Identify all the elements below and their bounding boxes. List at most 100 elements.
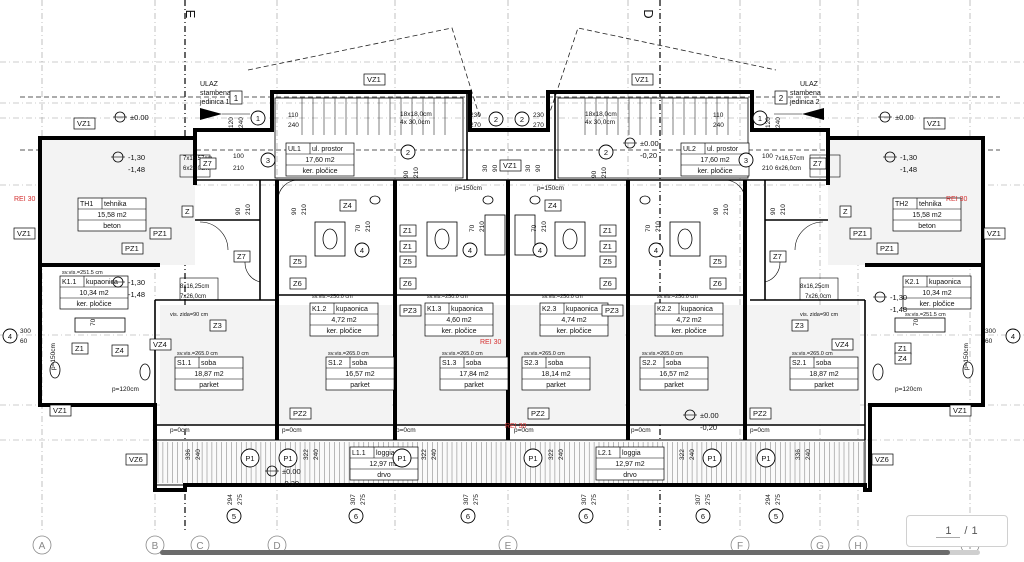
partition-tag-box [527,407,550,420]
room-label-box [325,356,395,391]
page-current-input[interactable]: 1 [936,525,961,538]
element-tag: Z5 [603,257,612,266]
opening-number: 6 [354,512,358,521]
fire-rating-label: REI 30 [505,423,527,430]
opening-number-circle [2,328,18,344]
dimension-text: 210 [245,204,252,215]
stair-spec: 7x16,57cm [183,156,212,162]
room-name: kupaonica [336,306,368,313]
level-value: ±0.00 [895,113,914,122]
level-value: -0,20 [700,423,717,432]
element-tag-box [709,277,727,290]
room-name: ul. prostor [707,146,739,153]
wall-type-tag: VZ1 [17,229,31,238]
element-tag: Z7 [773,252,782,261]
dimension-text: 240 [238,117,245,128]
grid-axis-label: G [816,541,824,552]
element-tag: Z4 [548,201,557,210]
ceiling-height: sv.vis.=265.0 cm [328,351,369,357]
room-finish: parket [814,382,834,389]
opening-number-circle [598,144,614,160]
dimension-text: 240 [713,122,724,129]
room-area: 16,57 m2 [659,371,688,378]
dimension-text: p=0cm [170,427,190,434]
dimension-text: 90 [492,164,499,172]
element-tag: Z3 [795,321,804,330]
element-tag: Z [185,207,190,216]
opening-number-circle [354,242,370,258]
wall-type-tag: VZ6 [129,455,143,464]
element-tag: Z7 [813,159,822,168]
dimension-text: 240 [775,117,782,128]
stairs [179,97,841,301]
column-tag-circle [392,448,412,468]
horizontal-scrollbar[interactable] [160,550,980,555]
room-finish: drvo [623,472,637,479]
grid-axis-label: A [39,541,46,552]
stair-spec: 18x18,0cm [400,111,432,118]
ceiling-height: sv.vis.=250.0 cm [542,294,583,300]
dimension-text: 275 [360,494,367,505]
room-name: ul. prostor [312,146,344,153]
entrance-label: jedinica 2 [789,99,820,106]
dimension-text: 240 [558,449,565,460]
element-tag-box [181,205,194,218]
fire-rating-label: REI 30 [480,339,502,346]
room-code: K2.2 [657,306,672,313]
scrollbar-thumb[interactable] [160,550,950,555]
dimension-text: 90 [535,164,542,172]
ceiling-height: sv.vis.=250.0 cm [427,294,468,300]
ceiling-height: sv.vis.=265.0 cm [642,351,683,357]
partition-tag: PZ1 [880,244,894,253]
room-area: 17,60 m2 [700,157,729,164]
doors [199,179,824,283]
partition-tag-box [749,407,772,420]
level-value: -1,48 [900,165,917,174]
element-tag-box [791,319,809,332]
room-code: L1.1 [352,450,366,457]
column-tag: P1 [528,454,537,463]
wall-type-tag: VZ1 [53,406,67,415]
room-name: soba [466,360,481,367]
element-tag: Z1 [75,344,84,353]
opening-number-circle [460,508,476,524]
dimension-text: 210 [601,167,608,178]
dimension-text: 30 [482,164,489,172]
fire-rating-label: REI 30 [946,196,968,203]
opening-number: 5 [232,512,236,521]
dimension-text: 70 [355,224,362,232]
room-code: K1.2 [312,306,327,313]
room-area: 4,72 m2 [331,317,356,324]
level-value: -0,20 [640,151,657,160]
element-tag-box [399,240,417,253]
dimension-text: 322 [421,449,428,460]
room-area: 12,97 m2 [615,461,644,468]
element-tag-box [599,277,617,290]
wall-type-tag: VZ4 [835,340,849,349]
page-indicator[interactable]: 1 / 1 [906,515,1008,547]
dimension-text: 307 [350,494,357,505]
interior-walls [155,92,865,440]
wall-type-tag-box [13,227,36,240]
dimension-text: 322 [548,449,555,460]
element-tag: Z6 [603,279,612,288]
fire-rating-label: REI 30 [14,196,36,203]
level-value: ±0.00 [700,411,719,420]
wall-type-tag: VZ1 [635,75,649,84]
element-tag-box [894,352,912,365]
dimension-text: p=150cm [50,343,57,370]
partition-tag: PZ2 [293,409,307,418]
level-value: ±0.00 [282,467,301,476]
wall-type-tag: VZ1 [927,119,941,128]
page-separator: / [964,525,968,537]
dimension-text: p=120cm [895,386,922,393]
level-value: ±0.00 [130,113,149,122]
entrance-label: ULAZ [800,81,819,88]
partition-tag-box [289,407,312,420]
dimension-text: 275 [237,494,244,505]
wall-type-tag: VZ1 [987,229,1001,238]
wall-type-tag-box [125,453,148,466]
room-name: soba [201,360,216,367]
partition-tag: PZ1 [153,229,167,238]
room-finish: ker. pločice [919,301,954,308]
